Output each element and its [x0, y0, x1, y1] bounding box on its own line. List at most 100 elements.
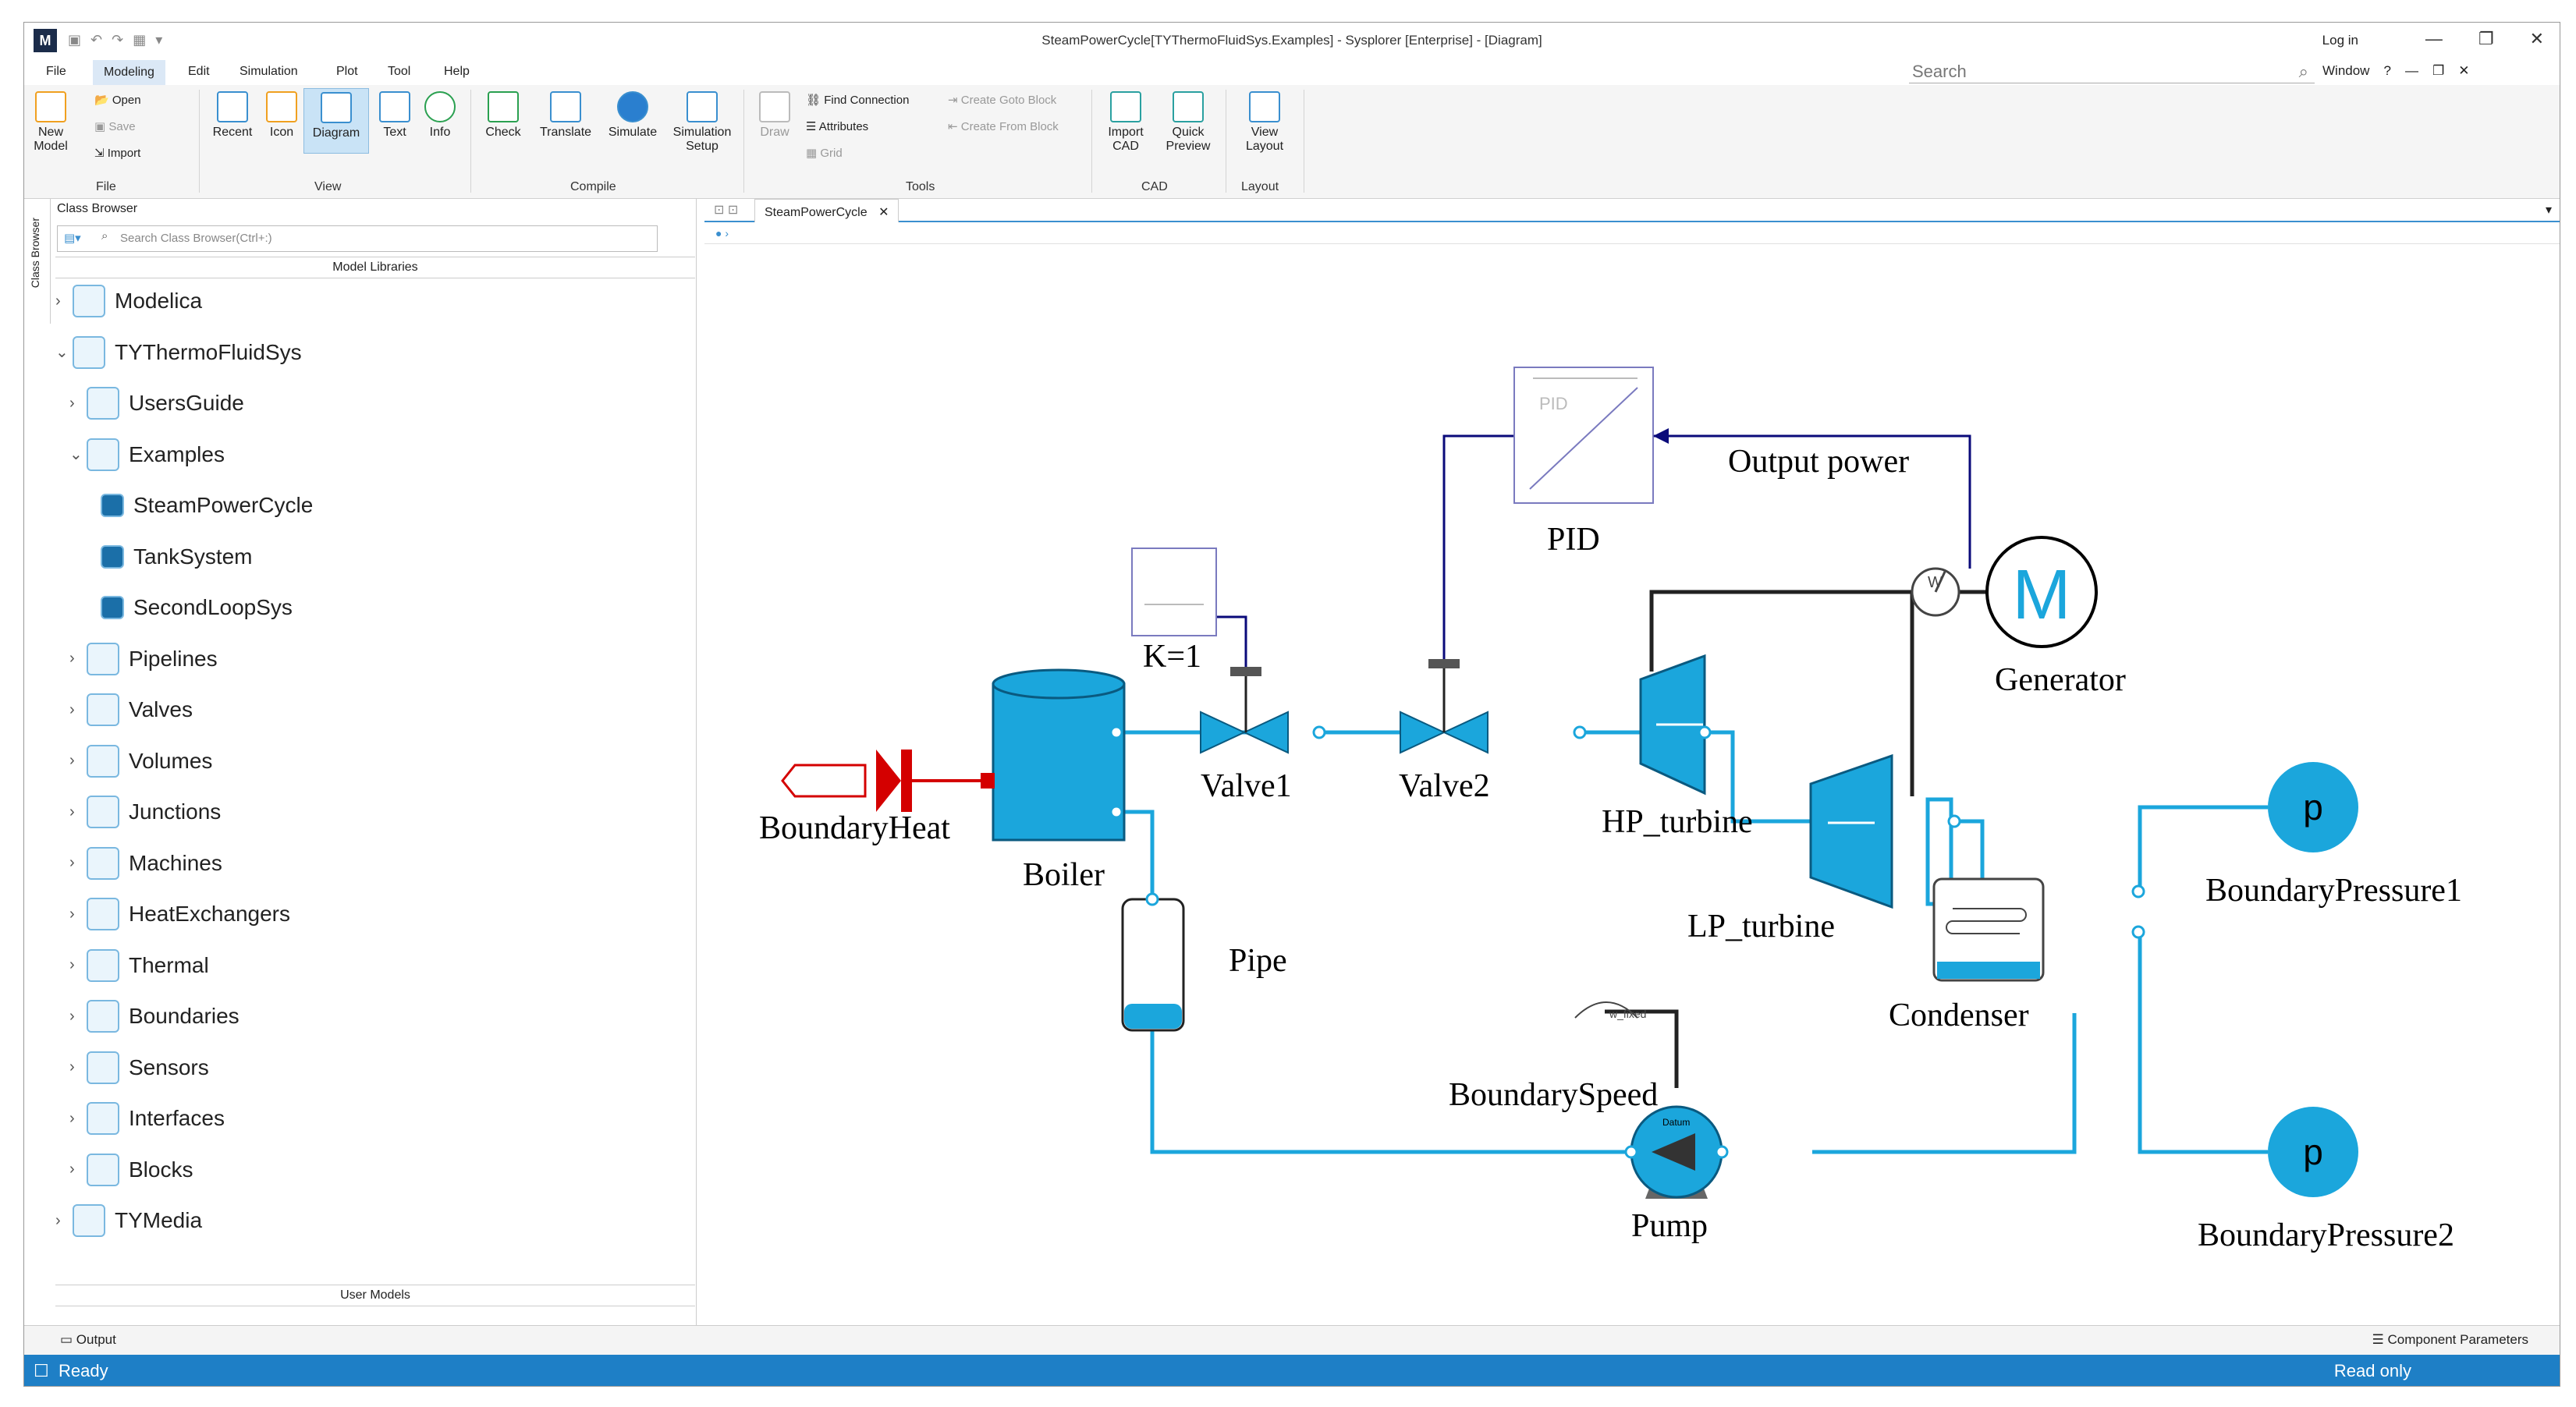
ribbon-restore-icon[interactable]: ❐ [2432, 63, 2445, 78]
chevron-right-icon[interactable]: › [69, 394, 75, 412]
tree-item[interactable]: TankSystem [83, 537, 253, 576]
simulate-button[interactable]: Simulate [605, 91, 661, 140]
chevron-right-icon[interactable]: › [69, 956, 75, 973]
info-button[interactable]: Info [422, 91, 458, 140]
boiler[interactable]: Boiler [992, 668, 1126, 893]
simulation-setup-button[interactable]: Simulation Setup [669, 91, 736, 154]
chevron-right-icon[interactable]: › [55, 1211, 61, 1229]
tree-item[interactable]: SecondLoopSys [83, 588, 293, 627]
tree-item[interactable]: ›TYMedia [55, 1201, 202, 1240]
tree-item[interactable]: ›Sensors [69, 1048, 209, 1087]
tree-item[interactable]: ›Volumes [69, 742, 212, 781]
tree-item[interactable]: ›UsersGuide [69, 384, 244, 423]
recent-button[interactable]: Recent [208, 91, 257, 140]
import-button[interactable]: ⇲ Import [94, 147, 141, 160]
calendar-icon[interactable]: ▦ [133, 32, 147, 48]
component-parameters-tab[interactable]: ☰ Component Parameters [2372, 1332, 2528, 1347]
boundary-heat[interactable]: BoundaryHeat [759, 750, 995, 846]
boundary-pressure2[interactable]: p BoundaryPressure2 [2198, 1107, 2454, 1253]
create-from-block-button[interactable]: ⇤ Create From Block [948, 120, 1059, 133]
chevron-right-icon[interactable]: › [69, 854, 75, 871]
tree-item[interactable]: ›Blocks [69, 1150, 193, 1189]
tree-item[interactable]: ›Modelica [55, 282, 202, 321]
list-view-icon[interactable]: ▤▾ [64, 232, 81, 245]
tree-item[interactable]: ›Machines [69, 844, 222, 883]
tree-item[interactable]: ›Thermal [69, 946, 209, 985]
tree-item[interactable]: SteamPowerCycle [83, 486, 313, 525]
diagram-canvas[interactable]: PID PID Output power W M Generator [704, 246, 2560, 1325]
chevron-down-icon[interactable]: ⌄ [55, 344, 69, 361]
menu-edit[interactable]: Edit [188, 65, 210, 78]
boundary-pressure1[interactable]: p BoundaryPressure1 [2205, 762, 2462, 909]
find-connection-button[interactable]: ⛓ Find Connection [806, 94, 910, 107]
maximize-icon[interactable]: ❐ [2478, 29, 2494, 48]
breadcrumb[interactable]: ● › [704, 224, 2560, 244]
pipe[interactable]: Pipe [1121, 898, 1287, 1032]
chevron-right-icon[interactable]: › [69, 803, 75, 820]
search-icon[interactable]: ⌕ [2298, 62, 2308, 81]
tree-item[interactable]: ›HeatExchangers [69, 895, 290, 934]
condenser[interactable]: Condenser [1889, 877, 2045, 1033]
chevron-down-icon[interactable]: ⌄ [69, 446, 83, 463]
text-view-button[interactable]: Text [377, 91, 413, 140]
chevron-right-icon[interactable]: › [69, 905, 75, 923]
check-button[interactable]: Check [481, 91, 525, 140]
diagram-view-button[interactable]: Diagram [303, 88, 369, 154]
view-layout-button[interactable]: View Layout [1232, 91, 1297, 154]
generator[interactable]: M Generator [1985, 536, 2126, 698]
tree-item[interactable]: ›Valves [69, 690, 193, 729]
menu-simulation[interactable]: Simulation [240, 65, 298, 78]
menu-file[interactable]: File [46, 65, 66, 78]
tab-nav-icon[interactable]: ⊡ ⊡ [714, 204, 739, 217]
tree-item[interactable]: ›Pipelines [69, 640, 218, 679]
chevron-right-icon[interactable]: › [69, 1109, 75, 1127]
boundary-speed[interactable]: w_fixed BoundarySpeed [1449, 1001, 1658, 1113]
pump[interactable]: Datum Pump [1630, 1105, 1723, 1244]
menu-plot[interactable]: Plot [336, 65, 358, 78]
user-models-header[interactable]: User Models [55, 1285, 695, 1306]
ribbon-minimize-icon[interactable]: — [2404, 63, 2418, 78]
grid-button[interactable]: ▦ Grid [806, 147, 843, 160]
tab-list-icon[interactable]: ▾ [2545, 204, 2552, 217]
lp-turbine[interactable]: LP_turbine [1687, 753, 1893, 944]
class-browser-side-tab[interactable]: Class Browser [24, 199, 51, 324]
chevron-right-icon[interactable]: › [69, 752, 75, 769]
tree-item[interactable]: ›Boundaries [69, 997, 240, 1036]
tree-item[interactable]: ›Interfaces [69, 1099, 225, 1138]
chevron-right-icon[interactable]: › [55, 292, 61, 310]
save-button[interactable]: ▣ Save [94, 120, 136, 133]
attributes-button[interactable]: ☰ Attributes [806, 120, 869, 133]
translate-button[interactable]: Translate [536, 91, 595, 140]
global-search-input[interactable]: Search ⌕ [1909, 62, 2315, 83]
minimize-icon[interactable]: — [2425, 29, 2443, 48]
draw-button[interactable]: Draw [753, 91, 797, 140]
save-icon[interactable]: ▣ [68, 32, 82, 48]
undo-icon[interactable]: ↶ [90, 32, 103, 48]
pid-block[interactable]: PID PID [1513, 367, 1669, 558]
login-link[interactable]: Log in [2322, 33, 2358, 48]
chevron-right-icon[interactable]: › [69, 1161, 75, 1178]
quick-preview-button[interactable]: Quick Preview [1160, 91, 1216, 154]
power-sensor[interactable]: W [1911, 567, 1960, 617]
tab-close-icon[interactable]: ✕ [878, 206, 889, 219]
redo-icon[interactable]: ↷ [112, 32, 124, 48]
valve1[interactable]: Valve1 [1200, 667, 1292, 804]
icon-view-button[interactable]: Icon [263, 91, 300, 140]
chevron-right-icon[interactable]: › [69, 650, 75, 667]
tab-steam-power-cycle[interactable]: SteamPowerCycle ✕ [754, 199, 899, 222]
output-tab[interactable]: ▭ Output [60, 1332, 116, 1347]
close-icon[interactable]: ✕ [2529, 29, 2544, 48]
constant-block[interactable]: K=1 [1131, 548, 1217, 675]
menu-tool[interactable]: Tool [388, 65, 411, 78]
create-goto-block-button[interactable]: ⇥ Create Goto Block [948, 94, 1057, 107]
customize-qat-icon[interactable]: ▾ [155, 32, 163, 48]
window-menu[interactable]: Window [2322, 63, 2370, 78]
tree-item[interactable]: ›Junctions [69, 792, 221, 831]
open-button[interactable]: 📂 Open [94, 94, 141, 107]
menu-help[interactable]: Help [444, 65, 470, 78]
menu-modeling[interactable]: Modeling [93, 60, 165, 85]
tree-item[interactable]: ⌄TYThermoFluidSys [55, 333, 302, 372]
hp-turbine[interactable]: HP_turbine [1602, 654, 1753, 840]
status-checkbox-icon[interactable]: ☐ [34, 1361, 49, 1380]
import-cad-button[interactable]: Import CAD [1101, 91, 1151, 154]
